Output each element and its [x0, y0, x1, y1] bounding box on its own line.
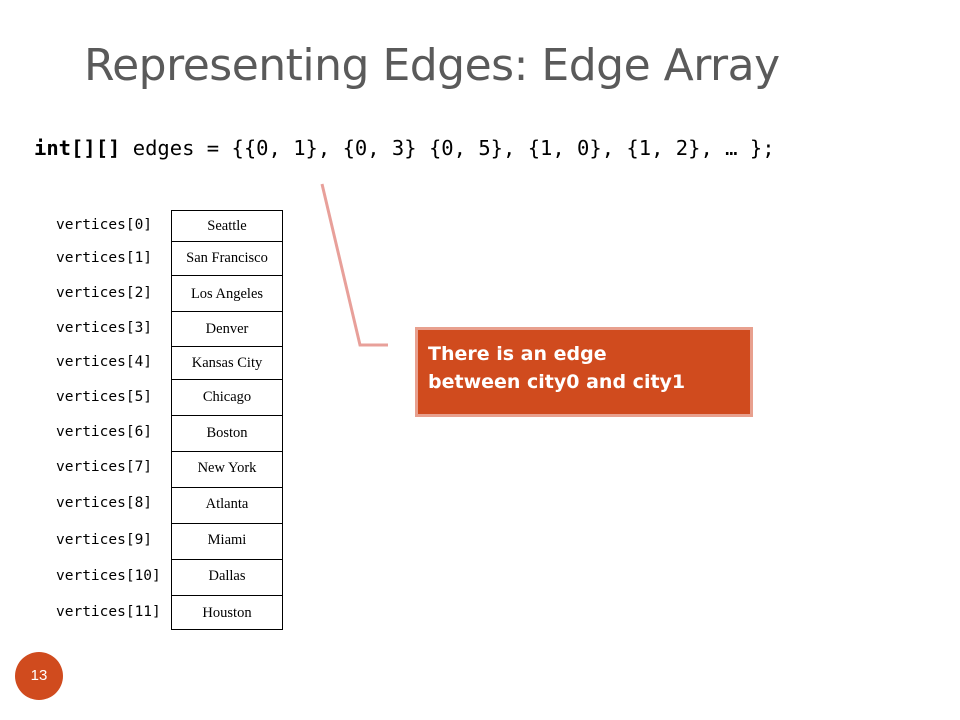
vertex-array: Seattle San Francisco Los Angeles Denver…	[171, 210, 283, 630]
cell-divider	[172, 523, 282, 524]
array-cell: Dallas	[208, 568, 246, 584]
code-rest: edges = {{0, 1}, {0, 3} {0, 5}, {1, 0}, …	[120, 136, 775, 160]
vertex-label: vertices[6]	[56, 424, 153, 440]
array-cell: Miami	[207, 532, 247, 548]
cell-divider	[172, 346, 282, 347]
callout-box: There is an edge between city0 and city1	[415, 327, 753, 417]
array-cell: Kansas City	[191, 355, 263, 371]
cell-divider	[172, 595, 282, 596]
vertex-label: vertices[5]	[56, 389, 153, 405]
connector-line	[320, 183, 388, 347]
vertex-label: vertices[7]	[56, 459, 153, 475]
code-keyword: int[][]	[34, 136, 121, 160]
vertex-label: vertices[3]	[56, 320, 153, 336]
callout-text-line: There is an edge	[428, 343, 607, 365]
array-cell: New York	[197, 460, 257, 476]
cell-divider	[172, 379, 282, 380]
array-cell: Denver	[205, 321, 249, 337]
vertex-label: vertices[2]	[56, 285, 153, 301]
cell-divider	[172, 311, 282, 312]
cell-divider	[172, 275, 282, 276]
vertex-label: vertices[10]	[56, 568, 161, 584]
vertex-label: vertices[0]	[56, 217, 153, 233]
vertex-label: vertices[8]	[56, 495, 153, 511]
code-line: int[][] edges = {{0, 1}, {0, 3} {0, 5}, …	[34, 136, 775, 160]
cell-divider	[172, 241, 282, 242]
slide-number-badge: 13	[15, 652, 63, 700]
array-cell: Chicago	[202, 389, 252, 405]
array-cell: San Francisco	[186, 250, 268, 266]
vertex-label: vertices[9]	[56, 532, 153, 548]
cell-divider	[172, 451, 282, 452]
array-cell: Los Angeles	[190, 286, 264, 302]
vertex-label: vertices[1]	[56, 250, 153, 266]
array-cell: Seattle	[207, 218, 247, 234]
array-cell: Houston	[202, 605, 252, 621]
callout-text-line: between city0 and city1	[428, 371, 686, 393]
cell-divider	[172, 487, 282, 488]
vertex-label: vertices[4]	[56, 354, 153, 370]
cell-divider	[172, 415, 282, 416]
slide-title: Representing Edges: Edge Array	[84, 40, 780, 91]
cell-divider	[172, 559, 282, 560]
array-cell: Boston	[206, 425, 248, 441]
vertex-label: vertices[11]	[56, 604, 161, 620]
array-cell: Atlanta	[205, 496, 249, 512]
